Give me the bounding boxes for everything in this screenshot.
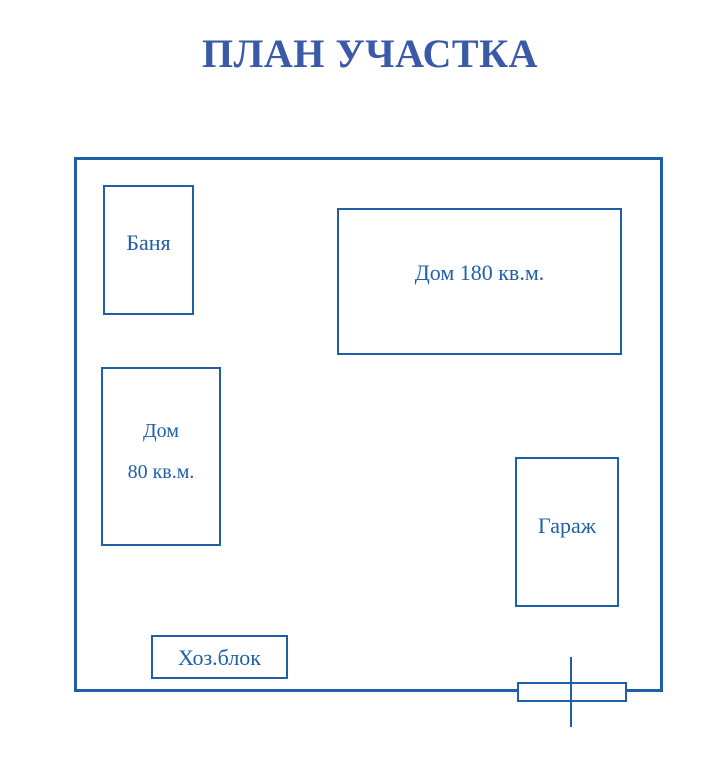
gate-panel — [517, 682, 627, 702]
house-small-label-line1: Дом — [143, 420, 179, 442]
house-big-label: Дом 180 кв.м. — [414, 260, 545, 285]
gate-post — [570, 657, 572, 727]
garage-label: Гараж — [538, 513, 596, 538]
banya-label: Баня — [126, 230, 171, 255]
house-small-building — [101, 367, 221, 546]
utility-block-building — [151, 635, 288, 679]
house-small-label-line2: 80 кв.м. — [127, 461, 195, 483]
garage-building — [515, 457, 619, 607]
utility-block-label: Хоз.блок — [177, 645, 261, 670]
page-title: ПЛАН УЧАСТКА — [202, 31, 538, 76]
banya-building — [103, 185, 194, 315]
house-big-building — [337, 208, 622, 355]
